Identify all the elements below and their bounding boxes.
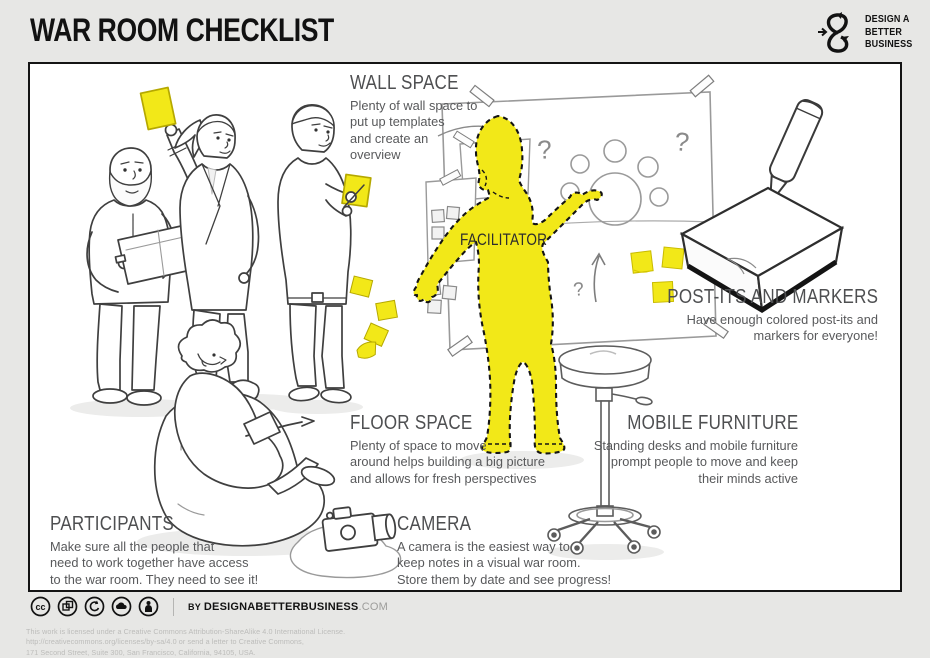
person-on-beanbag [153, 319, 336, 547]
wall-space-heading: WALL SPACE [350, 72, 459, 94]
section-participants: PARTICIPANTS Make sure all the people th… [50, 513, 290, 588]
person-reading [86, 147, 201, 406]
facilitator-label: FACILITATOR [460, 230, 548, 249]
license-line-1: This work is licensed under a Creative C… [26, 627, 346, 636]
floor-space-heading: FLOOR SPACE [350, 412, 473, 434]
page-title: WAR ROOM CHECKLIST [30, 12, 334, 48]
logo-line-1: DESIGN A [865, 14, 910, 26]
byline-tld: .COM [358, 600, 388, 613]
stool-wheels [547, 525, 661, 555]
question-mark: ? [572, 279, 585, 301]
section-wall-space: WALL SPACE Plenty of wall space to put u… [350, 72, 540, 164]
brand-logo-text: DESIGN A BETTER BUSINESS [865, 14, 912, 52]
floor-space-body: Plenty of space to move around helps bui… [350, 438, 545, 486]
up-arrow-sketch [591, 252, 606, 303]
wall-space-body: Plenty of wall space to put up templates… [350, 98, 478, 163]
license-text: This work is licensed under a Creative C… [26, 627, 345, 658]
logo-line-2: BETTER [865, 26, 903, 38]
footer-divider [173, 597, 174, 616]
section-camera: CAMERA A camera is the easiest way to ke… [397, 513, 637, 588]
camera-sketch [289, 506, 402, 579]
stool [547, 345, 661, 555]
board-postits [630, 246, 685, 304]
participants-heading: PARTICIPANTS [50, 513, 174, 535]
camera-heading: CAMERA [397, 513, 472, 535]
remix-icon [57, 596, 78, 617]
license-line-3: 171 Second Street, Suite 300, San Franci… [26, 647, 256, 657]
falling-postits [349, 275, 398, 359]
question-mark: ? [536, 134, 553, 165]
war-room-illustration: ? ? ? [70, 74, 845, 579]
person-writing-postit [277, 104, 372, 404]
postit-stack-and-marker [679, 99, 845, 313]
small-postit [341, 173, 372, 208]
license-line-2: http://creativecommons.org/licenses/by-s… [26, 637, 304, 647]
mobile-furniture-heading: MOBILE FURNITURE [626, 412, 798, 434]
byline-name: DESIGNABETTERBUSINESS [203, 600, 359, 613]
raised-postit [139, 86, 177, 131]
svg-text:cc: cc [35, 602, 45, 612]
section-post-its: POST-ITS AND MARKERS Have enough colored… [628, 286, 878, 345]
byline-prefix: BY [188, 601, 201, 612]
dbb-loop-icon [818, 12, 850, 53]
section-mobile-furniture: MOBILE FURNITURE Standing desks and mobi… [548, 412, 798, 487]
section-floor-space: FLOOR SPACE Plenty of space to move arou… [350, 412, 590, 487]
camera-body: A camera is the easiest way to keep note… [397, 539, 612, 587]
cloud-icon [111, 596, 132, 617]
mobile-furniture-body: Standing desks and mobile furniture prom… [593, 438, 798, 486]
logo-line-3: BUSINESS [865, 39, 913, 51]
share-alike-icon [84, 596, 105, 617]
facilitator-silhouette [412, 114, 603, 455]
question-mark: ? [673, 126, 690, 157]
post-its-heading: POST-ITS AND MARKERS [666, 286, 878, 308]
participants-body: Make sure all the people that need to wo… [50, 539, 259, 587]
attribution-icon [138, 596, 159, 617]
post-its-body: Have enough colored post-its and markers… [686, 312, 878, 344]
cc-icon: cc [30, 596, 51, 617]
notes-in-hand [243, 411, 281, 445]
brand-logo: DESIGN A BETTER BUSINESS [816, 10, 918, 56]
poster-canvas: ? ? ? [28, 62, 902, 592]
